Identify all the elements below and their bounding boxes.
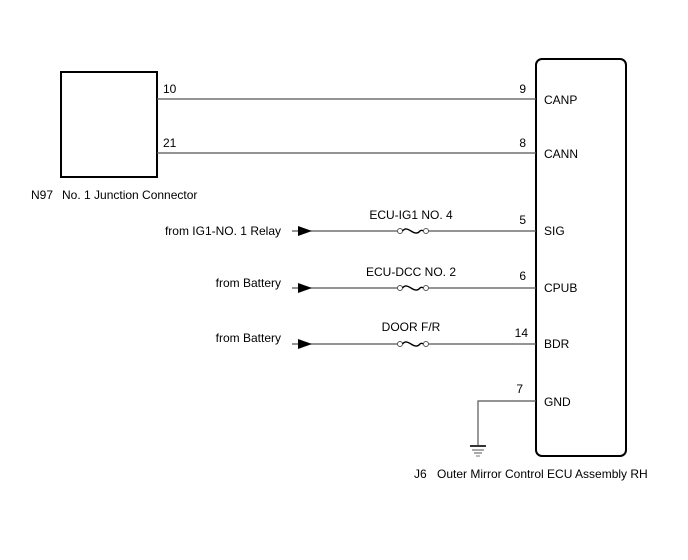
junction-pin-10: 10 (163, 82, 177, 96)
ecu-caption-name: Outer Mirror Control ECU Assembly RH (437, 467, 648, 481)
arrow-bdr-icon (298, 339, 312, 349)
fuse-cpub-terminal-right (423, 285, 429, 291)
fuse-sig-label: ECU-IG1 NO. 4 (369, 208, 453, 222)
ecu-pin-14: 14 (515, 326, 529, 340)
fuse-bdr-icon (401, 341, 424, 347)
ground-icon (470, 445, 486, 457)
fuse-cpub-icon (401, 285, 424, 291)
ecu-signal-bdr: BDR (544, 337, 570, 351)
source-sig-label: from IG1-NO. 1 Relay (165, 224, 281, 238)
junction-connector-box (60, 71, 158, 178)
ecu-pin-9: 9 (519, 82, 526, 96)
junction-pin-21: 21 (163, 136, 177, 150)
wire-gnd (477, 400, 536, 445)
fuse-cpub-label: ECU-DCC NO. 2 (366, 265, 456, 279)
ecu-pin-6: 6 (519, 269, 526, 283)
ecu-pin-8: 8 (519, 136, 526, 150)
fuse-bdr-terminal-right (423, 341, 429, 347)
source-bdr-label: from Battery (216, 331, 281, 345)
ecu-signal-cpub: CPUB (544, 281, 577, 295)
fuse-bdr-terminal-left (397, 341, 403, 347)
arrow-sig-icon (298, 226, 312, 236)
fuse-bdr-label: DOOR F/R (382, 320, 441, 334)
fuse-sig-icon (401, 228, 424, 234)
fuse-cpub-terminal-left (397, 285, 403, 291)
ecu-pin-7: 7 (516, 382, 523, 396)
ecu-signal-sig: SIG (544, 224, 565, 238)
ecu-pin-5: 5 (519, 213, 526, 227)
ecu-signal-gnd: GND (544, 395, 571, 409)
arrow-cpub-icon (298, 283, 312, 293)
ecu-box (535, 58, 627, 457)
junction-caption-name: No. 1 Junction Connector (62, 188, 197, 202)
source-cpub-label: from Battery (216, 276, 281, 290)
ecu-caption-code: J6 (414, 467, 427, 481)
fuse-sig-terminal-right (423, 228, 429, 234)
junction-caption-code: N97 (31, 188, 53, 202)
fuse-sig-terminal-left (397, 228, 403, 234)
ecu-signal-canp: CANP (544, 93, 577, 107)
ecu-signal-cann: CANN (544, 147, 578, 161)
